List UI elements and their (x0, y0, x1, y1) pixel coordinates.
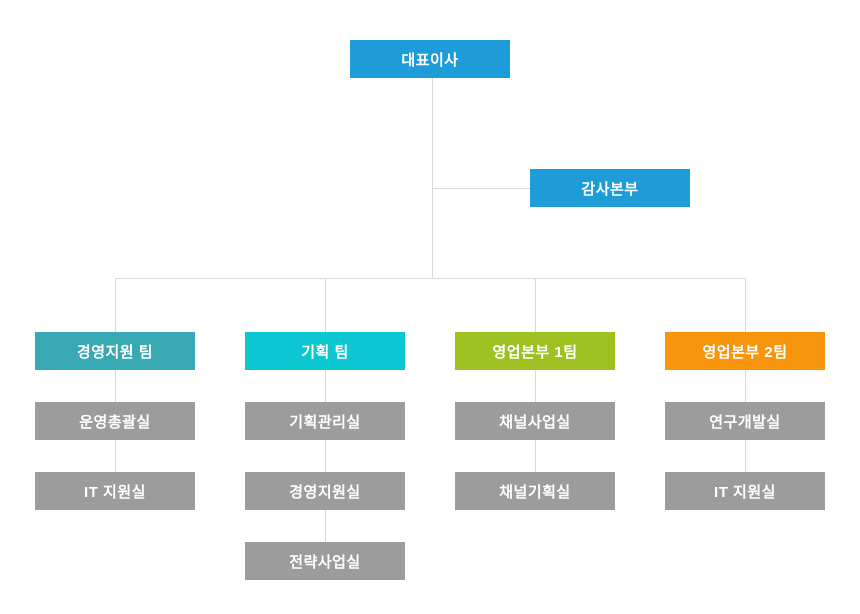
connector-col3-link-1 (535, 370, 536, 402)
org-node-child: 경영지원실 (245, 472, 405, 510)
org-node-child: IT 지원실 (35, 472, 195, 510)
org-node-child: 기획관리실 (245, 402, 405, 440)
org-node-child: 전략사업실 (245, 542, 405, 580)
connector-distribution (115, 278, 746, 279)
connector-col4-link-2 (745, 440, 746, 472)
org-node-child: IT 지원실 (665, 472, 825, 510)
connector-root-trunk (432, 78, 433, 278)
org-node-ceo: 대표이사 (350, 40, 510, 78)
org-node-team-management-support: 경영지원 팀 (35, 332, 195, 370)
connector-col1-link-2 (115, 440, 116, 472)
connector-col4-drop (745, 278, 746, 332)
org-node-child: 채널기획실 (455, 472, 615, 510)
org-node-child: 운영총괄실 (35, 402, 195, 440)
org-node-team-planning: 기획 팀 (245, 332, 405, 370)
connector-col1-drop (115, 278, 116, 332)
connector-col2-link-2 (325, 440, 326, 472)
connector-audit-branch (433, 188, 530, 189)
connector-col1-link-1 (115, 370, 116, 402)
connector-col2-drop (325, 278, 326, 332)
connector-col2-link-1 (325, 370, 326, 402)
connector-col4-link-1 (745, 370, 746, 402)
org-node-child: 채널사업실 (455, 402, 615, 440)
connector-col3-link-2 (535, 440, 536, 472)
org-node-team-sales-2: 영업본부 2팀 (665, 332, 825, 370)
connector-col3-drop (535, 278, 536, 332)
org-node-child: 연구개발실 (665, 402, 825, 440)
org-node-audit: 감사본부 (530, 169, 690, 207)
connector-col2-link-3 (325, 510, 326, 542)
org-node-team-sales-1: 영업본부 1팀 (455, 332, 615, 370)
